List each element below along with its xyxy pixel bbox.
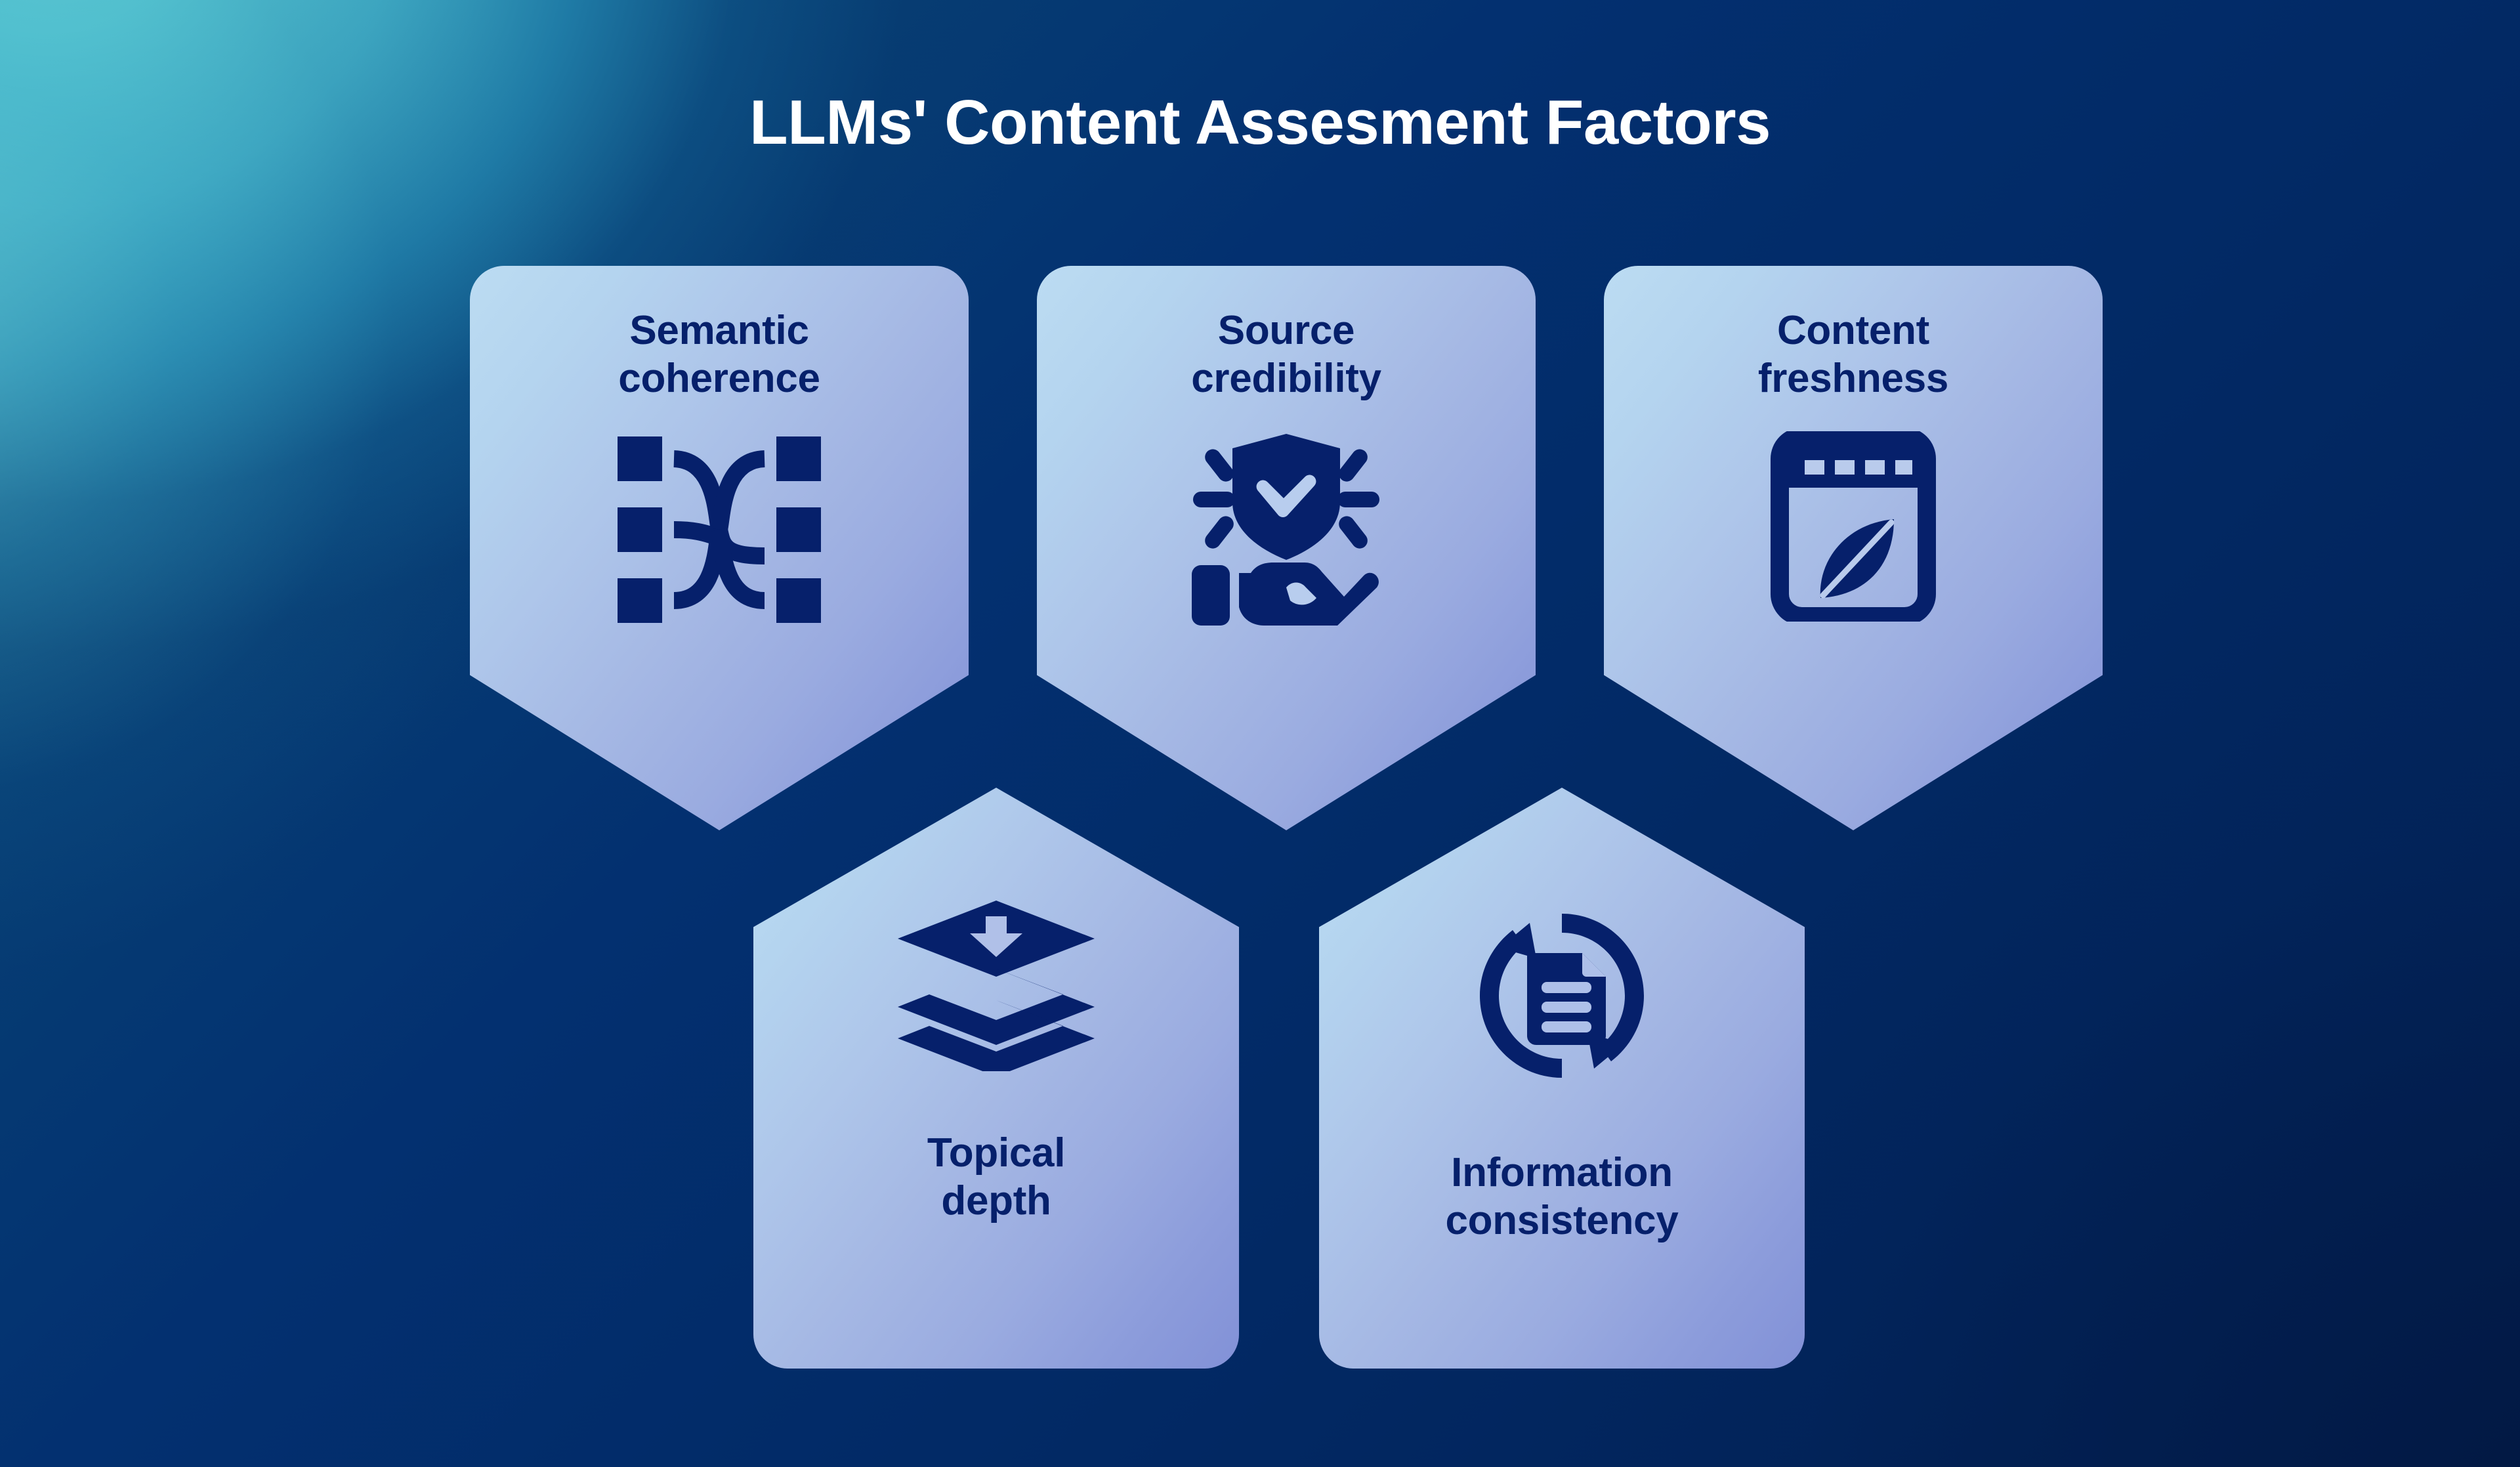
card-label-line2: coherence <box>618 356 820 402</box>
card-label-line1: Semantic <box>629 308 809 353</box>
card-topical-depth[interactable]: Topical depth <box>753 788 1239 1369</box>
card-label-topical-depth: Topical depth <box>753 1129 1239 1225</box>
document-sync-icon <box>1467 901 1657 1091</box>
card-label-line1: Source <box>1217 308 1355 353</box>
card-label-line2: consistency <box>1445 1198 1679 1244</box>
card-label-source-credibility: Source credibility <box>1037 307 1536 402</box>
calendar-leaf-icon <box>1771 431 1936 622</box>
card-label-line2: freshness <box>1757 356 1949 402</box>
card-information-consistency[interactable]: Information consistency <box>1319 788 1805 1369</box>
card-label-line1: Topical <box>927 1130 1066 1176</box>
shuffle-nodes-icon <box>618 431 821 628</box>
card-label-line2: credibility <box>1191 356 1381 402</box>
card-label-semantic-coherence: Semantic coherence <box>470 307 969 402</box>
page-title: LLMs' Content Assesment Factors <box>749 87 1771 158</box>
card-label-line1: Content <box>1776 308 1930 353</box>
stacked-layers-arrow-icon <box>898 901 1095 1071</box>
hand-shield-check-icon <box>1188 431 1385 628</box>
card-label-line2: depth <box>941 1178 1051 1224</box>
card-label-line1: Information <box>1451 1150 1673 1195</box>
card-label-content-freshness: Content freshness <box>1604 307 2103 402</box>
card-label-information-consistency: Information consistency <box>1319 1149 1805 1244</box>
